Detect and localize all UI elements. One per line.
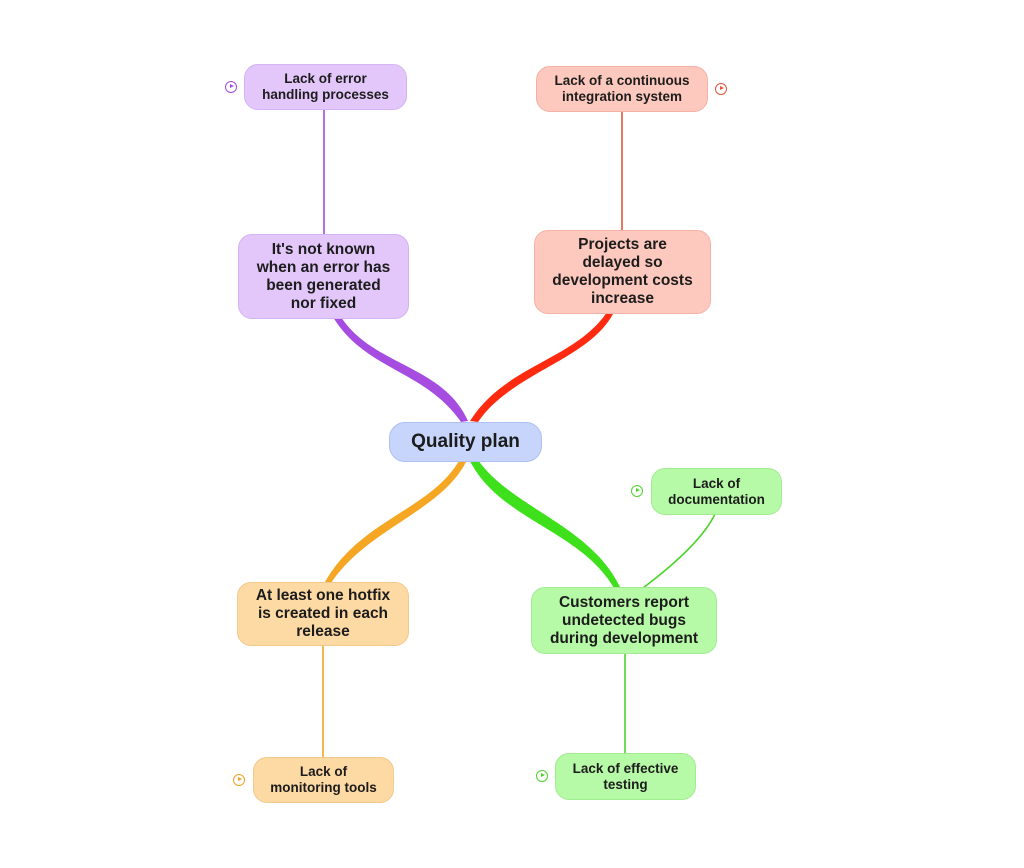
- topic-customers-report-bugs[interactable]: Customers report undetected bugs during …: [531, 587, 717, 654]
- branch-orange-connector: [325, 461, 466, 583]
- topic-line: undetected bugs: [561, 611, 686, 629]
- play-circle-icon[interactable]: [225, 81, 237, 93]
- topic-line: delayed so: [582, 254, 663, 271]
- subtopic-monitoring-tools[interactable]: Lack of monitoring tools: [253, 757, 394, 803]
- branch-purple-connector: [333, 317, 468, 422]
- topic-line: At least one hotfix: [255, 587, 391, 604]
- topic-hotfix-per-release[interactable]: At least one hotfix is created in each r…: [237, 582, 409, 646]
- subtopic-continuous-integration[interactable]: Lack of a continuous integration system: [536, 66, 708, 112]
- topic-line: It's not known: [271, 240, 376, 258]
- subtopic-line: Lack of effective: [572, 760, 679, 776]
- topic-line: Customers report: [558, 593, 690, 611]
- subtopic-line: Lack of: [299, 764, 348, 779]
- topic-projects-delayed[interactable]: Projects are delayed so development cost…: [534, 230, 711, 314]
- topic-line: been generated: [266, 276, 381, 294]
- subtopic-line: integration system: [561, 89, 682, 104]
- subtopic-error-handling[interactable]: Lack of error handling processes: [244, 64, 407, 110]
- play-circle-icon[interactable]: [233, 774, 245, 786]
- topic-line: when an error has: [256, 258, 391, 276]
- topic-line: is created in each: [257, 605, 389, 622]
- play-circle-icon[interactable]: [536, 770, 548, 782]
- subtopic-documentation[interactable]: Lack of documentation: [651, 468, 782, 515]
- topic-line: development costs: [552, 272, 693, 289]
- topic-line: increase: [591, 290, 654, 307]
- topic-line: nor fixed: [290, 294, 357, 312]
- topic-line: release: [296, 623, 350, 640]
- subtopic-line: testing: [603, 776, 648, 792]
- subtopic-line: handling processes: [262, 87, 389, 102]
- topic-error-unknown[interactable]: It's not known when an error has been ge…: [238, 234, 409, 319]
- topic-line: during development: [549, 629, 699, 647]
- root-title: Quality plan: [411, 431, 520, 452]
- subtopic-effective-testing[interactable]: Lack of effective testing: [555, 753, 696, 800]
- subbranch-green-doc-connector: [642, 513, 716, 589]
- play-circle-icon[interactable]: [631, 485, 643, 497]
- topic-line: Projects are: [578, 236, 667, 253]
- subtopic-line: Lack of a continuous: [554, 73, 690, 88]
- subtopic-line: documentation: [668, 491, 765, 507]
- branch-red-connector: [470, 312, 614, 422]
- root-topic[interactable]: Quality plan: [389, 422, 542, 462]
- subtopic-line: Lack of error: [284, 71, 367, 86]
- play-circle-icon[interactable]: [715, 83, 727, 95]
- subtopic-line: monitoring tools: [270, 780, 377, 795]
- subtopic-line: Lack of: [692, 475, 741, 491]
- branch-green-connector: [470, 460, 620, 588]
